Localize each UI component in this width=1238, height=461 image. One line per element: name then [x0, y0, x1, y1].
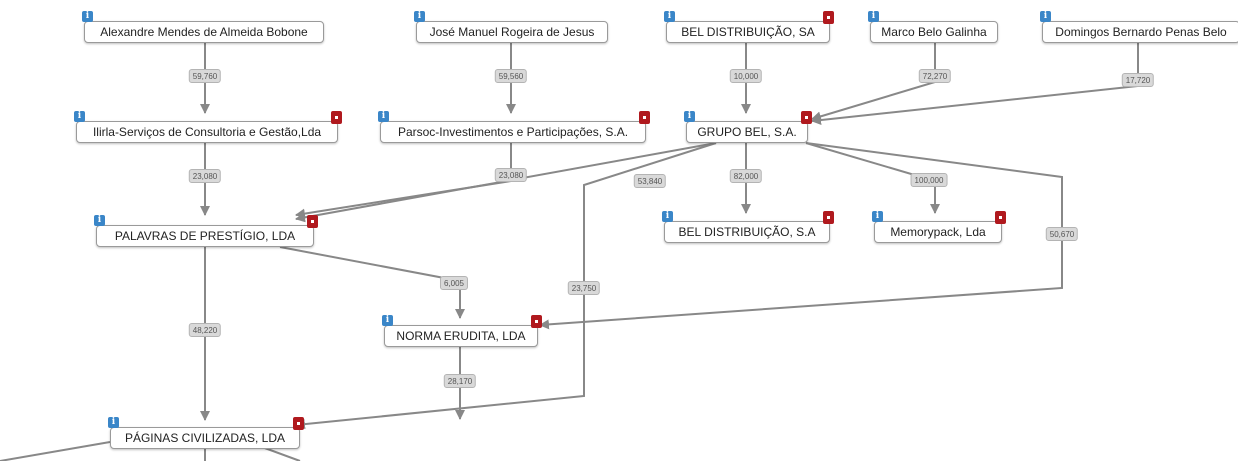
node-label: NORMA ERUDITA, LDA — [396, 329, 526, 343]
node-label: Memorypack, Lda — [890, 225, 986, 239]
info-icon[interactable]: i — [868, 11, 879, 22]
node-parsoc[interactable]: Parsoc-Investimentos e Participações, S.… — [380, 121, 646, 143]
node-label: Ilirla-Serviços de Consultoria e Gestão,… — [92, 125, 322, 139]
info-icon[interactable]: i — [1040, 11, 1051, 22]
node-grupo[interactable]: GRUPO BEL, S.A. — [686, 121, 808, 143]
node-label: PÁGINAS CIVILIZADAS, LDA — [124, 431, 286, 445]
info-icon[interactable]: i — [382, 315, 393, 326]
node-ilirla[interactable]: Ilirla-Serviços de Consultoria e Gestão,… — [76, 121, 338, 143]
node-label: GRUPO BEL, S.A. — [697, 125, 797, 139]
node-bel_sa[interactable]: BEL DISTRIBUIÇÃO, SA — [666, 21, 830, 43]
flag-icon[interactable] — [531, 315, 542, 328]
node-label: Domingos Bernardo Penas Belo — [1055, 25, 1227, 39]
share-label: 23,080 — [494, 168, 528, 182]
info-icon[interactable]: i — [664, 11, 675, 22]
node-label: BEL DISTRIBUIÇÃO, S.A — [678, 225, 816, 239]
node-label: BEL DISTRIBUIÇÃO, SA — [681, 25, 815, 39]
flag-icon[interactable] — [823, 11, 834, 24]
edge-parsoc-palavras — [295, 143, 512, 219]
info-icon[interactable]: i — [378, 111, 389, 122]
flag-icon[interactable] — [293, 417, 304, 430]
flag-icon[interactable] — [331, 111, 342, 124]
flag-icon[interactable] — [823, 211, 834, 224]
info-icon[interactable]: i — [684, 111, 695, 122]
node-dbpb[interactable]: Domingos Bernardo Penas Belo — [1042, 21, 1238, 43]
node-label: Marco Belo Galinha — [881, 25, 987, 39]
node-label: José Manuel Rogeira de Jesus — [429, 25, 595, 39]
node-label: PALAVRAS DE PRESTÍGIO, LDA — [114, 229, 296, 243]
share-label: 100,000 — [910, 173, 948, 187]
node-norma[interactable]: NORMA ERUDITA, LDA — [384, 325, 538, 347]
edge-dbpb-grupo — [811, 43, 1139, 126]
share-label: 6,005 — [439, 276, 469, 290]
edge-offscreen-0 — [0, 441, 111, 461]
edge-mbg-grupo — [811, 43, 936, 122]
share-label: 23,750 — [567, 281, 601, 295]
node-label: Parsoc-Investimentos e Participações, S.… — [397, 125, 629, 139]
node-label: Alexandre Mendes de Almeida Bobone — [100, 25, 308, 39]
share-label: 50,670 — [1045, 227, 1079, 241]
share-label: 82,000 — [729, 169, 763, 183]
share-label: 53,840 — [633, 174, 667, 188]
info-icon[interactable]: i — [872, 211, 883, 222]
share-label: 10,000 — [729, 69, 763, 83]
info-icon[interactable]: i — [74, 111, 85, 122]
share-label: 17,720 — [1121, 73, 1155, 87]
edge-palavras-norma — [279, 246, 465, 319]
node-jmrj[interactable]: José Manuel Rogeira de Jesus — [416, 21, 608, 43]
flag-icon[interactable] — [639, 111, 650, 124]
edge-offscreen-1 — [261, 446, 301, 461]
share-label: 48,220 — [188, 323, 222, 337]
info-icon[interactable]: i — [414, 11, 425, 22]
info-icon[interactable]: i — [94, 215, 105, 226]
node-mbg[interactable]: Marco Belo Galinha — [870, 21, 998, 43]
info-icon[interactable]: i — [82, 11, 93, 22]
info-icon[interactable]: i — [662, 211, 673, 222]
share-label: 59,760 — [188, 69, 222, 83]
share-label: 23,080 — [188, 169, 222, 183]
info-icon[interactable]: i — [108, 417, 119, 428]
share-label: 28,170 — [443, 374, 477, 388]
share-label: 59,560 — [494, 69, 528, 83]
node-amab[interactable]: Alexandre Mendes de Almeida Bobone — [84, 21, 324, 43]
flag-icon[interactable] — [307, 215, 318, 228]
flag-icon[interactable] — [995, 211, 1006, 224]
node-palavras[interactable]: PALAVRAS DE PRESTÍGIO, LDA — [96, 225, 314, 247]
flag-icon[interactable] — [801, 111, 812, 124]
node-paginas[interactable]: PÁGINAS CIVILIZADAS, LDA — [110, 427, 300, 449]
share-label: 72,270 — [918, 69, 952, 83]
node-memory[interactable]: Memorypack, Lda — [874, 221, 1002, 243]
node-beldist[interactable]: BEL DISTRIBUIÇÃO, S.A — [664, 221, 830, 243]
